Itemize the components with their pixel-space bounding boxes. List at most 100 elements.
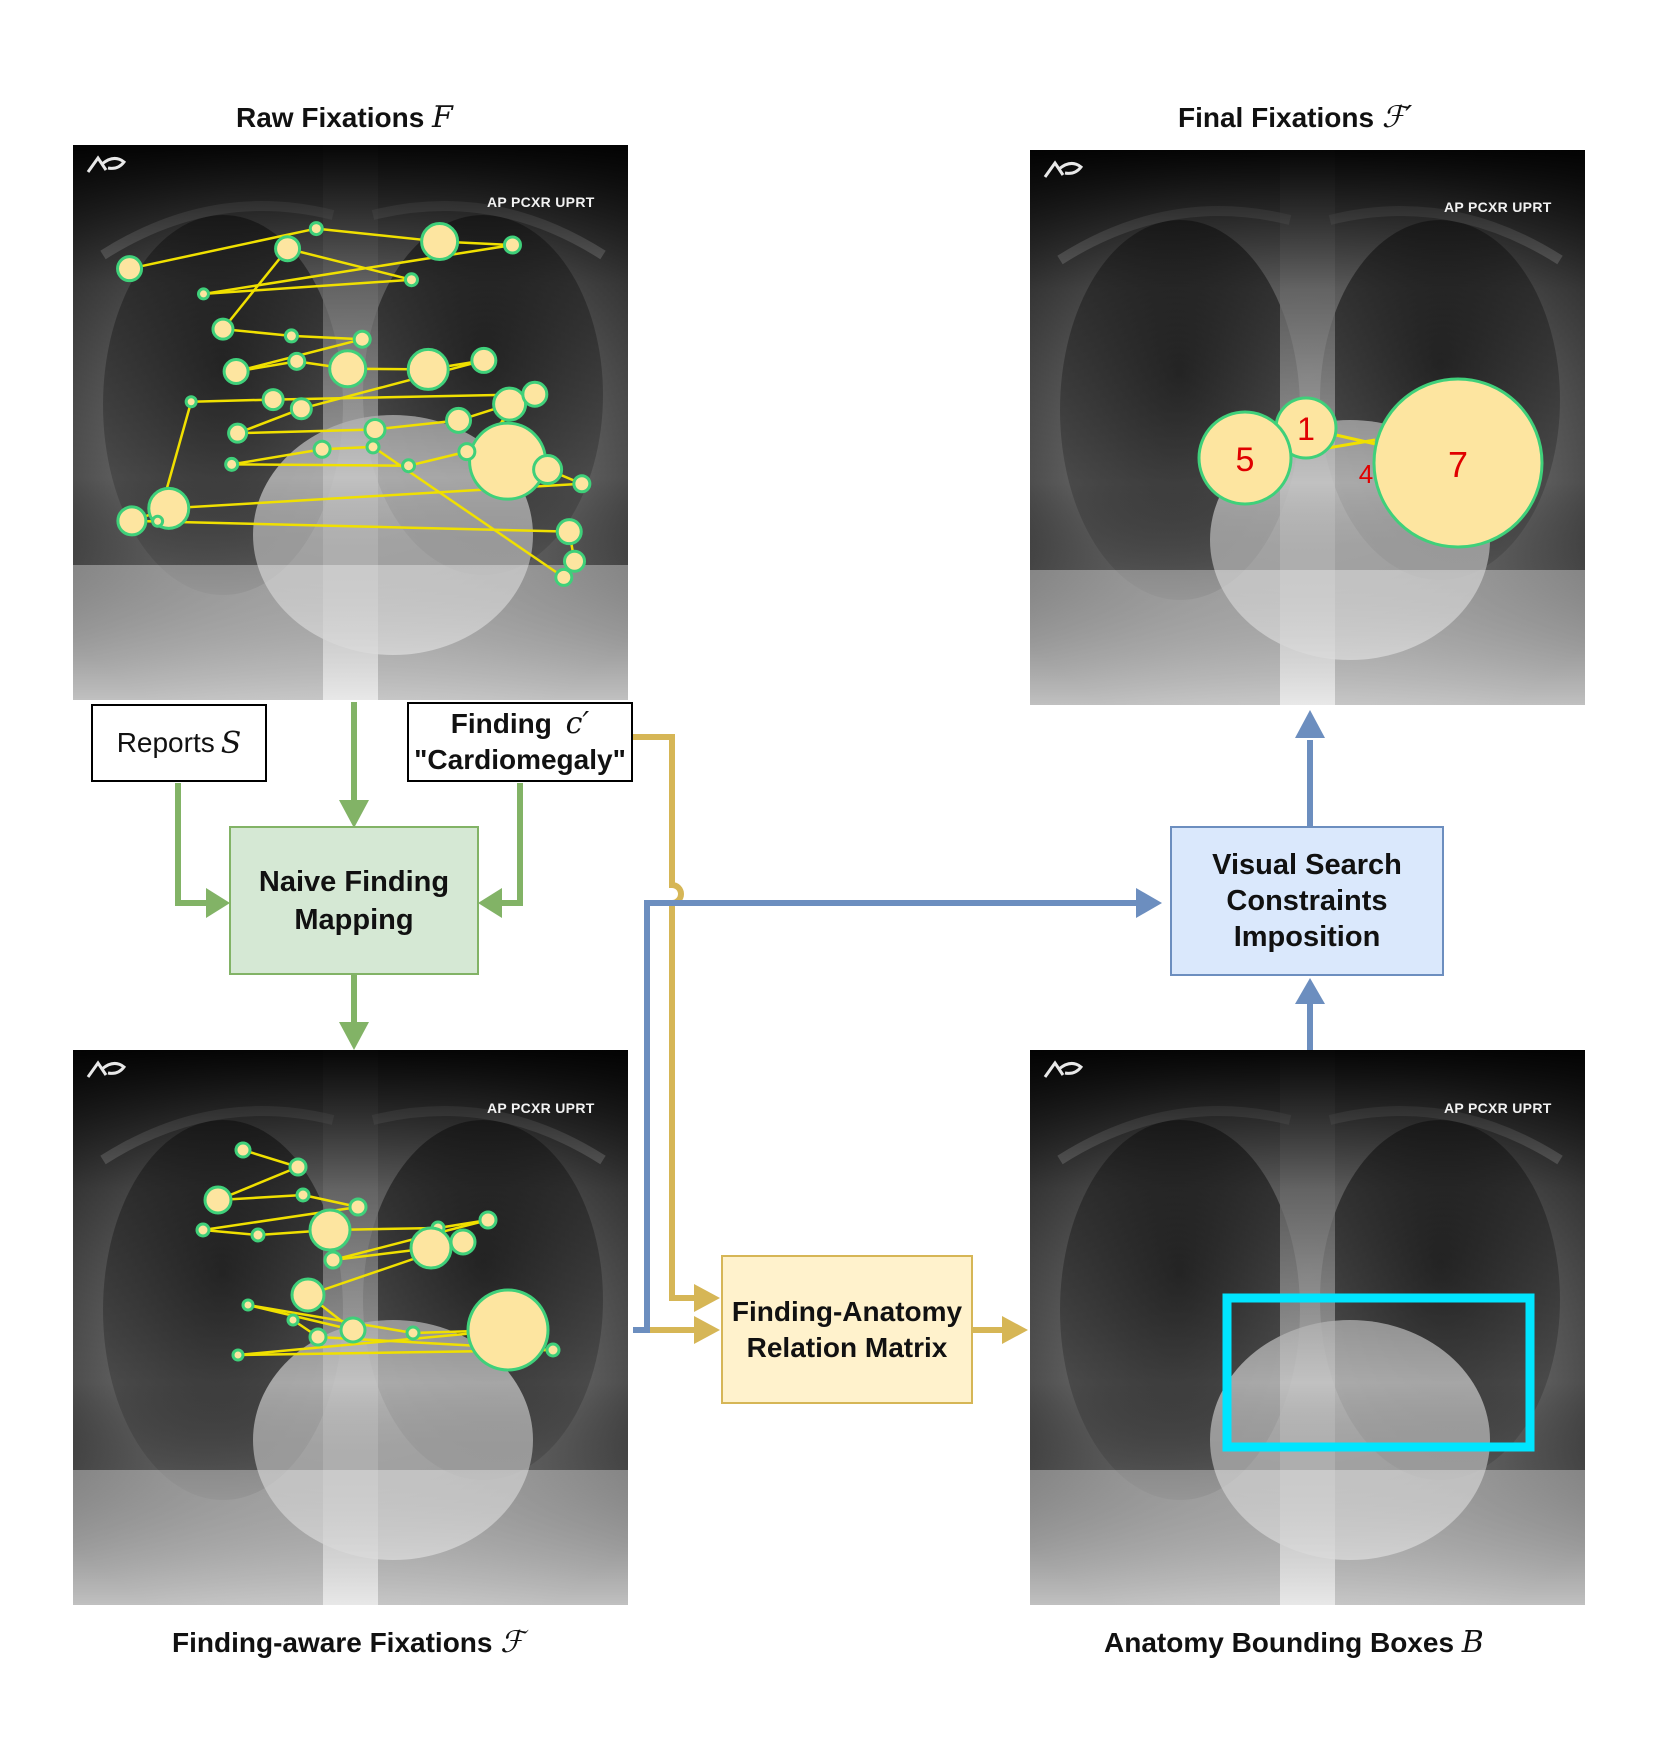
finding-symbol: c′ (565, 706, 590, 741)
fixation-point (290, 1277, 326, 1313)
arrow-reports-to-naive (175, 783, 210, 906)
saccade-line (301, 359, 485, 410)
fixation-point (409, 1226, 453, 1270)
final-fixation-5 (1197, 410, 1293, 506)
arrow-finding-to-naive (498, 783, 523, 906)
xray-view-label: AP PCXR UPRT (1444, 199, 1552, 215)
xray-view-label: AP PCXR UPRT (1444, 1100, 1552, 1116)
saccade-line (237, 428, 376, 435)
fixation-point (572, 474, 592, 494)
saccade-line (247, 1303, 414, 1335)
fixation-point (289, 397, 313, 421)
reports-label: Reports (116, 727, 215, 758)
fixation-point (308, 1208, 352, 1252)
fixation-point (401, 458, 417, 474)
saccade-line (374, 419, 459, 431)
saccade-line (231, 463, 409, 467)
green-arrowheads (206, 800, 502, 1050)
saccade-line (191, 398, 274, 404)
arrow-aware-to-visual (633, 900, 1140, 1333)
fixation-point (116, 505, 148, 537)
xray-marker-icon (86, 155, 127, 173)
anatomy-bounding-box (1222, 1293, 1535, 1452)
fixation-point (521, 380, 549, 408)
fixation-point (457, 442, 477, 462)
fixation-point (470, 346, 498, 374)
naive-line-2: Mapping (294, 903, 414, 936)
fixation-point (363, 417, 387, 441)
fixation-point (328, 349, 368, 389)
fixation-point (339, 1316, 367, 1344)
fixation-point (555, 518, 583, 546)
finding-aware-fixations-overlay (195, 1141, 561, 1372)
reports-box: Reports S (91, 704, 267, 782)
saccade-line (332, 1218, 489, 1262)
fixation-point (241, 1298, 255, 1312)
fixation-point (227, 422, 249, 444)
relation-line-1: Finding-Anatomy (731, 1295, 963, 1327)
visual-line-2: Constraints (1226, 885, 1388, 917)
green-arrows (175, 702, 523, 1030)
visual-line-1: Visual Search (1212, 849, 1402, 881)
fixation-point (234, 1141, 252, 1159)
reports-symbol: S (220, 725, 242, 761)
fixation-point (554, 567, 574, 587)
fixation-point (308, 221, 324, 237)
final-number-1: 1 (1297, 411, 1315, 447)
fixation-point (563, 549, 587, 573)
final-fixations-title: Final Fixations ℱ′ (1178, 100, 1413, 135)
fixation-point (283, 328, 299, 344)
fixation-point (365, 439, 381, 455)
saccade-line (273, 392, 535, 401)
fixation-point (492, 386, 528, 422)
arrow-finding-to-relation (633, 734, 700, 1301)
fixation-point (323, 1250, 343, 1270)
fixation-point (532, 454, 564, 486)
fixation-point (184, 395, 198, 409)
finding-value: "Cardiomegaly" (414, 744, 626, 775)
raw-fixations-title: Raw Fixations F (236, 100, 453, 135)
raw-fixations-overlay (116, 221, 592, 587)
relation-matrix-box: Finding-Anatomy Relation Matrix (721, 1255, 973, 1404)
fixation-point (352, 329, 372, 349)
saccade-line (203, 243, 513, 296)
fixation-point (545, 1342, 561, 1358)
fixation-point (308, 1327, 328, 1347)
xray-marker-icon (1043, 160, 1084, 178)
saccade-line (291, 334, 363, 341)
fixation-point (445, 406, 473, 434)
visual-search-box: Visual Search Constraints Imposition (1170, 826, 1444, 976)
xray-view-label: AP PCXR UPRT (487, 1100, 595, 1116)
relation-line-2: Relation Matrix (746, 1331, 948, 1363)
fixation-point (286, 1313, 300, 1327)
saccade-line (231, 447, 323, 466)
blue-arrows (633, 740, 1313, 1333)
fixation-point (288, 1157, 308, 1177)
finding-label: Finding (450, 708, 560, 739)
fixation-point (116, 255, 144, 283)
xray-view-label: AP PCXR UPRT (487, 194, 595, 210)
fixation-point (203, 1185, 233, 1215)
fixation-point (406, 347, 450, 391)
fixation-point (196, 287, 210, 301)
saccade-line (408, 450, 468, 467)
saccade-line (287, 247, 412, 281)
fixation-point (420, 222, 460, 262)
anatomy-xray-image (1030, 1050, 1585, 1605)
gold-arrowheads (694, 1284, 1028, 1344)
final-fixation-7 (1372, 377, 1544, 549)
fixation-point (274, 235, 302, 263)
fixation-point (151, 514, 165, 528)
visual-line-3: Imposition (1233, 921, 1381, 953)
fixation-point (466, 1288, 550, 1372)
finding-aware-fixations-title: Finding-aware Fixations ℱ (172, 1625, 524, 1660)
naive-line-1: Naive Finding (258, 865, 450, 898)
fixation-point (405, 1325, 421, 1341)
xray-marker-icon (1043, 1060, 1084, 1078)
fixation-point (250, 1227, 266, 1243)
fixation-point (478, 1210, 498, 1230)
final-fixations-overlay: 1 5 4 7 (1197, 377, 1544, 549)
fixation-point (502, 235, 522, 255)
fixation-point (403, 272, 419, 288)
